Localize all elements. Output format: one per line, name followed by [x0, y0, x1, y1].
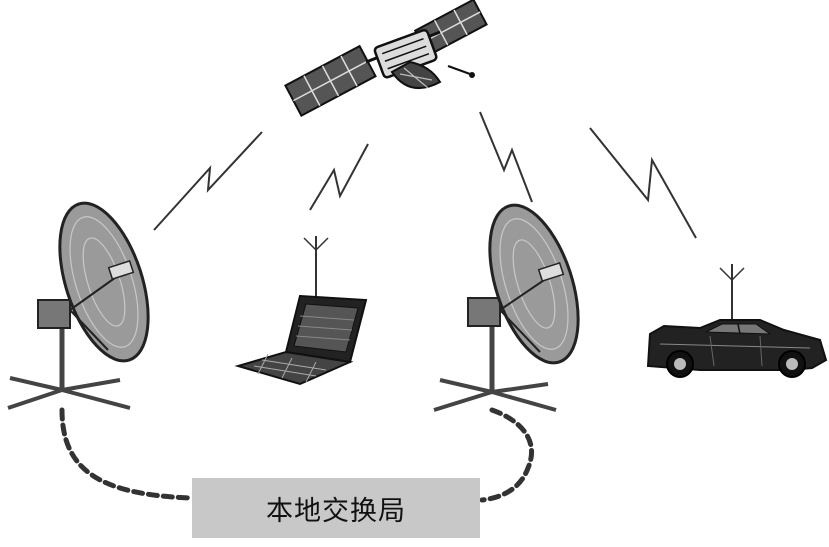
- ground-station-dish-right-icon: [434, 194, 595, 410]
- local-exchange-label: 本地交换局: [266, 489, 406, 528]
- laptop-icon: [238, 236, 366, 384]
- wireless-link-right-dish: [480, 112, 532, 202]
- wired-link-right: [482, 410, 532, 500]
- satellite-icon: [285, 0, 486, 116]
- wireless-link-left-dish: [154, 132, 262, 230]
- local-exchange-box: 本地交换局: [192, 478, 480, 538]
- wireless-link-laptop: [310, 144, 368, 210]
- ground-station-dish-left-icon: [8, 192, 165, 408]
- wireless-link-car: [590, 128, 696, 238]
- wired-link-left: [62, 410, 192, 498]
- car-icon: [648, 264, 826, 377]
